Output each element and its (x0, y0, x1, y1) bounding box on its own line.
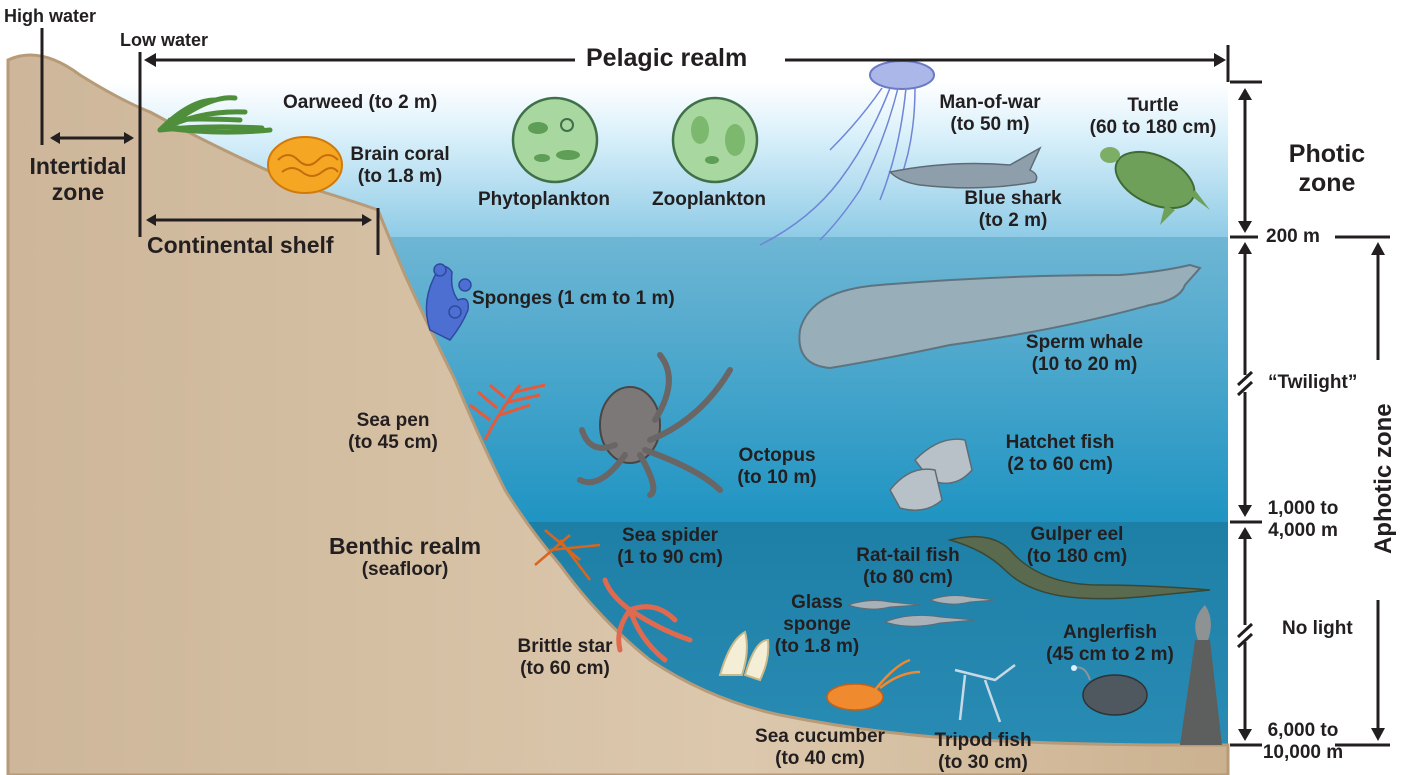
aphotic-zone-label: Aphotic zone (1370, 403, 1398, 560)
glass-sponge-icon (718, 630, 770, 682)
sponges-icon (425, 263, 472, 341)
anglerfish-label: Anglerfish(45 cm to 2 m) (1046, 622, 1174, 665)
oarweed-label: Oarweed (to 2 m) (283, 92, 438, 113)
zooplankton-icon (671, 96, 759, 184)
gulper-eel-label: Gulper eel(to 180 cm) (1026, 524, 1128, 567)
brittle-star-label: Brittle star(to 60 cm) (517, 636, 613, 679)
phytoplankton-icon (511, 96, 599, 184)
rat-tail-fish-label: Rat-tail fish(to 80 cm) (856, 545, 960, 588)
turtle-label: Turtle(60 to 180 cm) (1089, 95, 1217, 138)
octopus-icon (577, 352, 733, 498)
sea-cucumber-icon (826, 683, 884, 711)
pelagic-realm-label: Pelagic realm (578, 44, 756, 73)
sea-pen-label: Sea pen(to 45 cm) (348, 410, 438, 453)
depth-200m-label: 200 m (1258, 226, 1328, 248)
sea-spider-icon (534, 529, 601, 581)
zooplankton-label: Zooplankton (652, 189, 766, 210)
sponges-label: Sponges (1 cm to 1 m) (472, 288, 675, 309)
sea-pen-icon (469, 383, 546, 441)
low-water-label: Low water (120, 30, 209, 50)
benthic-realm-label: Benthic realm(seafloor) (328, 533, 482, 581)
turtle-icon (1100, 147, 1210, 225)
oarweed-icon (157, 95, 273, 135)
octopus-label: Octopus(to 10 m) (737, 445, 817, 488)
hydrothermal-vent-icon (1180, 605, 1222, 745)
phytoplankton-label: Phytoplankton (478, 189, 610, 210)
sea-cucumber-label: Sea cucumber(to 40 cm) (755, 726, 885, 769)
rat-tail-fish-icon (846, 595, 996, 627)
twilight-label: “Twilight” (1260, 372, 1366, 394)
tripod-fish-label: Tripod fish(to 30 cm) (934, 730, 1032, 773)
hatchet-fish-icon (889, 438, 973, 511)
hatchet-fish-label: Hatchet fish(2 to 60 cm) (1005, 432, 1115, 475)
man-of-war-label: Man-of-war(to 50 m) (939, 92, 1041, 135)
sperm-whale-icon (798, 263, 1202, 370)
no-light-label: No light (1274, 618, 1361, 640)
sea-spider-label: Sea spider(1 to 90 cm) (617, 525, 723, 568)
gulper-eel-icon (947, 535, 1211, 600)
high-water-label: High water (4, 6, 97, 26)
blue-shark-label: Blue shark(to 2 m) (964, 188, 1062, 231)
brain-coral-label: Brain coral(to 1.8 m) (350, 144, 450, 187)
anglerfish-icon (1071, 665, 1148, 716)
brittle-star-icon (602, 577, 693, 663)
tripod-fish-icon (954, 664, 1016, 723)
blue-shark-icon (888, 146, 1042, 189)
continental-shelf-label: Continental shelf (147, 232, 334, 258)
sperm-whale-label: Sperm whale(10 to 20 m) (1025, 332, 1144, 375)
